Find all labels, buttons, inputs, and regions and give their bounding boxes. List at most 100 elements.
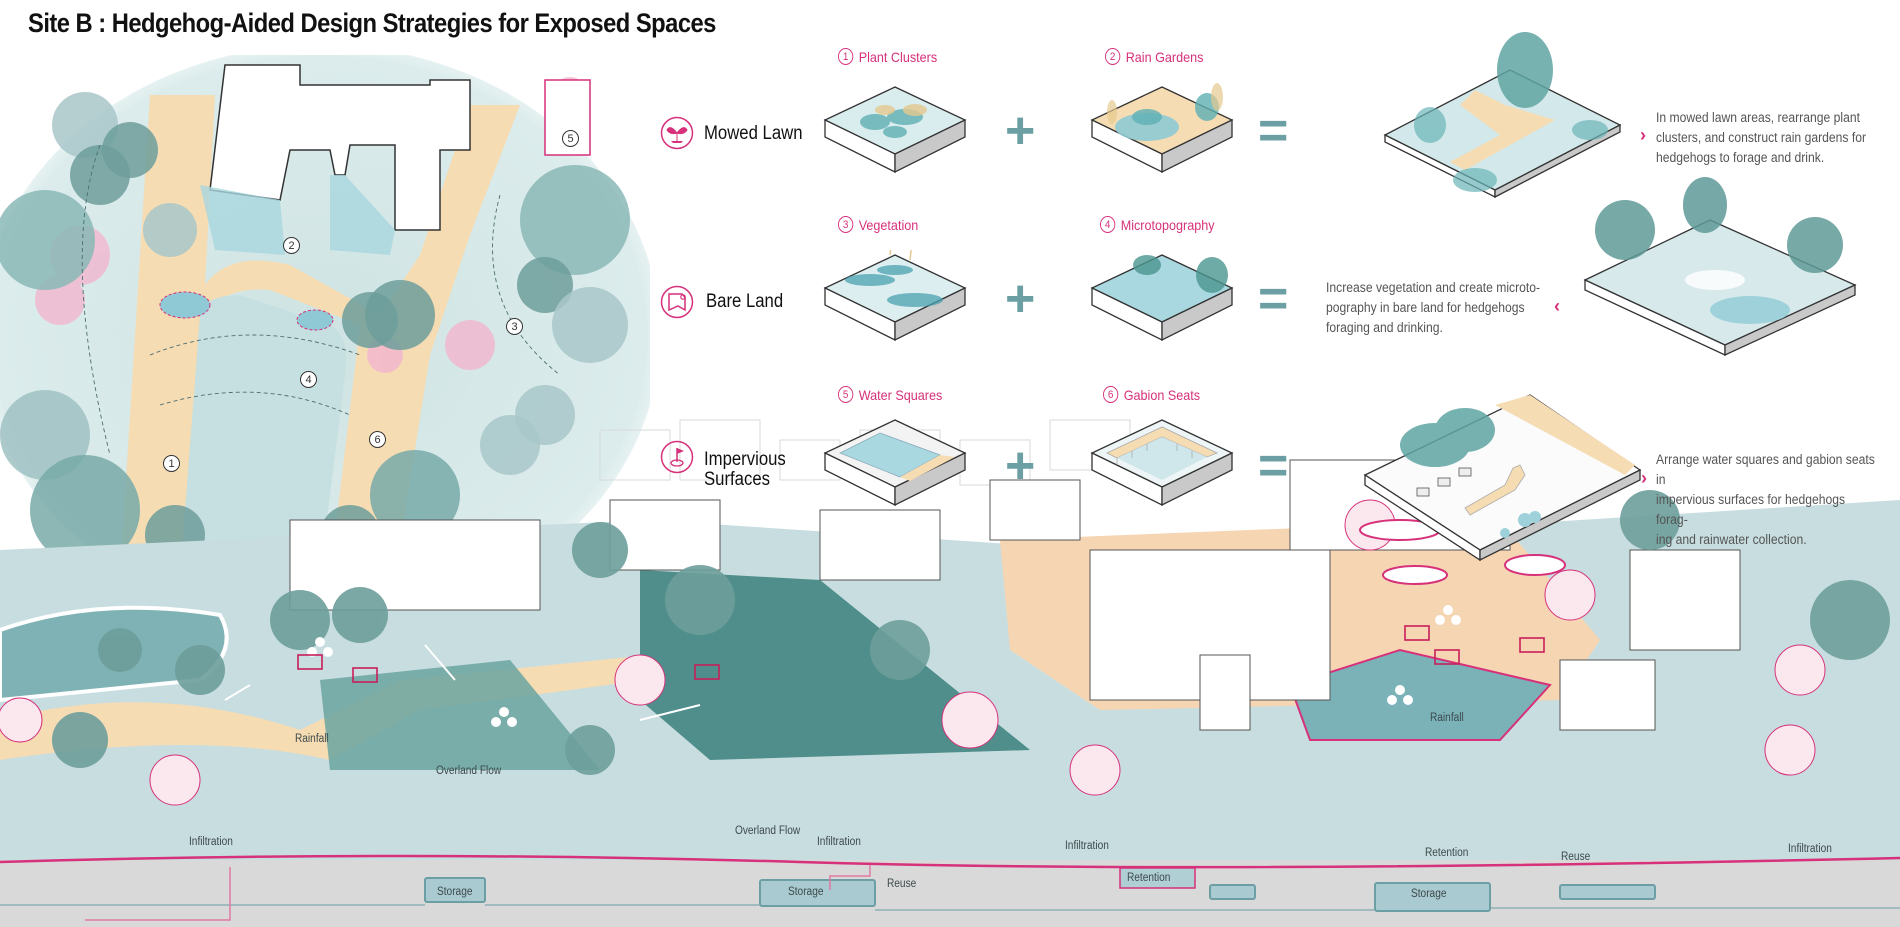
description-line: clusters, and construct rain gardens for bbox=[1656, 130, 1867, 145]
water-droplets bbox=[307, 605, 1461, 727]
chevron-left-icon: ‹ bbox=[1554, 296, 1560, 316]
iso-block-vegetation bbox=[823, 250, 967, 342]
item-label-vegetation: 3 Vegetation bbox=[838, 216, 918, 233]
equals-operator: = bbox=[1258, 437, 1289, 495]
bare-land-icon bbox=[660, 285, 694, 319]
result-bare-land-illustration bbox=[1583, 177, 1857, 357]
building-footprint bbox=[209, 64, 471, 231]
label-overland-flow-1: Overland Flow bbox=[436, 765, 502, 777]
iso-block-water-squares bbox=[823, 419, 967, 507]
description-impervious-surfaces: Arrange water squares and gabion seats i… bbox=[1656, 450, 1876, 550]
description-line: Increase vegetation and create microto- bbox=[1326, 280, 1541, 295]
contour-lines bbox=[81, 144, 561, 456]
item-label-gabion-seats: 6 Gabion Seats bbox=[1103, 386, 1200, 403]
row-label-impervious-surfaces: Impervious Surfaces bbox=[704, 450, 786, 490]
item-label-microtopography: 4 Microtopography bbox=[1100, 216, 1215, 233]
item-title: Rain Gardens bbox=[1125, 48, 1204, 65]
site-plan bbox=[0, 55, 650, 580]
plan-marker-4: 4 bbox=[300, 371, 317, 388]
item-title: Plant Clusters bbox=[858, 48, 938, 65]
aerial-section-illustration bbox=[0, 419, 1900, 927]
item-title: Microtopography bbox=[1120, 216, 1215, 233]
plus-operator: + bbox=[1005, 437, 1036, 495]
label-infiltration-3: Infiltration bbox=[1065, 840, 1109, 852]
item-number: 5 bbox=[838, 386, 854, 403]
item-number: 3 bbox=[838, 216, 854, 233]
label-rainfall-2: Rainfall bbox=[1430, 712, 1464, 724]
pipes bbox=[0, 904, 1900, 911]
shade-canopies bbox=[1359, 519, 1566, 585]
plan-marker-3: 3 bbox=[506, 318, 523, 335]
plus-operator: + bbox=[1005, 102, 1036, 160]
description-line: foraging and drinking. bbox=[1326, 320, 1443, 335]
item-number: 2 bbox=[1105, 48, 1121, 65]
item-number: 6 bbox=[1103, 386, 1119, 403]
description-bare-land: Increase vegetation and create microto- … bbox=[1326, 278, 1540, 338]
label-retention-2: Retention bbox=[1425, 847, 1469, 859]
iso-block-plant-clusters bbox=[823, 86, 967, 174]
flag-pin-icon bbox=[660, 440, 694, 474]
item-label-rain-gardens: 2 Rain Gardens bbox=[1105, 48, 1203, 65]
storage-tanks bbox=[424, 877, 1656, 912]
pond-1 bbox=[159, 291, 211, 319]
overland-flow-arrows bbox=[224, 644, 701, 721]
plan-marker-2: 2 bbox=[283, 237, 300, 254]
row-label-line: Impervious bbox=[704, 449, 786, 470]
item-label-plant-clusters: 1 Plant Clusters bbox=[838, 48, 937, 65]
plan-marker-1: 1 bbox=[163, 455, 180, 472]
item-number: 4 bbox=[1100, 216, 1116, 233]
planter-boxes bbox=[297, 625, 1545, 683]
chevron-right-icon: › bbox=[1640, 125, 1646, 145]
bioswale-basin bbox=[640, 570, 1030, 760]
lawn-area bbox=[180, 295, 346, 575]
description-line: hedgehogs to forage and drink. bbox=[1656, 150, 1825, 165]
page-title: Site B : Hedgehog-Aided Design Strategie… bbox=[28, 8, 716, 38]
sprout-icon bbox=[660, 116, 694, 150]
item-number: 1 bbox=[838, 48, 854, 65]
rain-garden-1 bbox=[200, 185, 285, 255]
pond-2 bbox=[296, 309, 334, 331]
rain-garden-2 bbox=[330, 175, 395, 255]
equals-operator: = bbox=[1258, 270, 1289, 328]
equals-operator: = bbox=[1258, 102, 1289, 160]
ground-line bbox=[0, 854, 1900, 869]
retention-tank bbox=[1119, 867, 1196, 889]
iso-block-rain-gardens bbox=[1090, 83, 1234, 174]
label-storage-1: Storage bbox=[437, 886, 473, 898]
retention-basin bbox=[1288, 648, 1552, 741]
description-line: ing and rainwater collection. bbox=[1656, 532, 1807, 547]
result-impervious-surfaces-illustration bbox=[1363, 394, 1642, 562]
label-infiltration-2: Infiltration bbox=[817, 836, 861, 848]
label-rainfall-1: Rainfall bbox=[295, 733, 329, 745]
row-label-mowed-lawn: Mowed Lawn bbox=[704, 123, 803, 144]
label-retention-1: Retention bbox=[1127, 872, 1171, 884]
trees-pink bbox=[0, 499, 1826, 806]
label-storage-2: Storage bbox=[788, 886, 824, 898]
chevron-right-icon: › bbox=[1641, 468, 1647, 488]
label-reuse-2: Reuse bbox=[1561, 851, 1591, 863]
trees-teal bbox=[52, 490, 1890, 775]
plan-marker-6: 6 bbox=[369, 431, 386, 448]
description-line: pography in bare land for hedgehogs bbox=[1326, 300, 1525, 315]
description-line: Arrange water squares and gabion seats i… bbox=[1656, 452, 1875, 487]
label-infiltration-1: Infiltration bbox=[189, 836, 233, 848]
description-mowed-lawn: In mowed lawn areas, rearrange plant clu… bbox=[1656, 108, 1866, 168]
row-label-bare-land: Bare Land bbox=[706, 291, 784, 312]
plus-operator: + bbox=[1005, 270, 1036, 328]
item-label-water-squares: 5 Water Squares bbox=[838, 386, 942, 403]
description-line: In mowed lawn areas, rearrange plant bbox=[1656, 110, 1860, 125]
item-title: Water Squares bbox=[858, 386, 943, 403]
tree-canopies bbox=[0, 92, 630, 565]
label-infiltration-4: Infiltration bbox=[1788, 843, 1832, 855]
iso-block-microtopography bbox=[1090, 254, 1234, 342]
row-label-line: Surfaces bbox=[704, 469, 770, 490]
item-title: Vegetation bbox=[858, 216, 919, 233]
item-title: Gabion Seats bbox=[1123, 386, 1201, 403]
result-mowed-lawn-illustration bbox=[1383, 32, 1622, 199]
iso-block-gabion-seats bbox=[1090, 419, 1234, 507]
retention-lawn bbox=[320, 660, 600, 770]
label-storage-3: Storage bbox=[1411, 888, 1447, 900]
reuse-pipes bbox=[85, 865, 871, 921]
label-overland-flow-2: Overland Flow bbox=[735, 825, 801, 837]
description-line: impervious surfaces for hedgehogs forag- bbox=[1656, 492, 1846, 527]
